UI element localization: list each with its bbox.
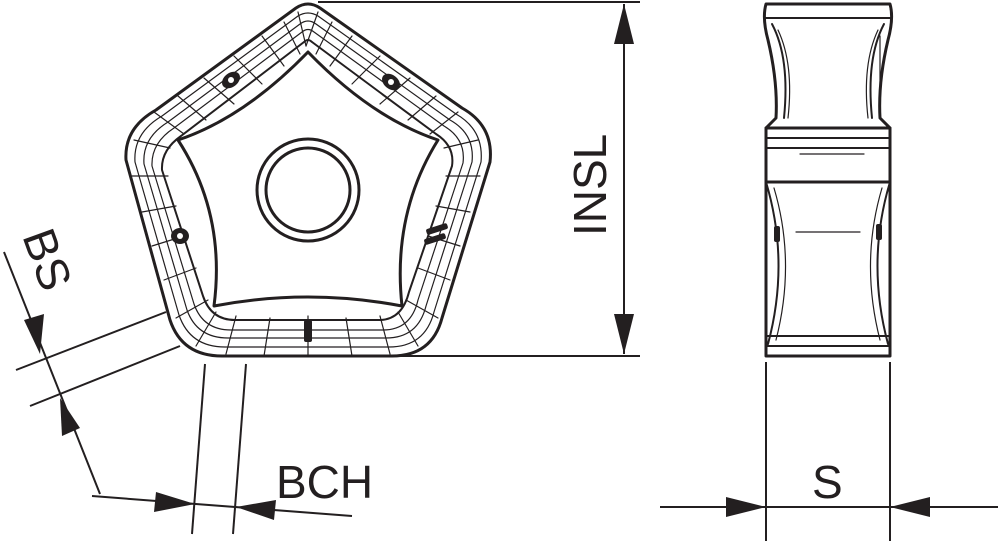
bch-label: BCH: [276, 456, 373, 508]
bs-label: BS: [13, 222, 83, 297]
s-arrow-left: [726, 497, 766, 517]
insl-arrow-bottom: [614, 314, 634, 354]
insert-front-view: [124, 2, 492, 358]
insl-dimension: INSL: [318, 1, 640, 357]
bs-dimension-line: [3, 251, 101, 495]
edge-mark-5: [171, 228, 189, 244]
insert-contour: [160, 39, 454, 321]
bs-arrow-lower: [60, 398, 80, 436]
bch-dimension-line: [91, 495, 353, 517]
insert-flat-face: [176, 50, 440, 308]
edge-index-marks: [171, 71, 448, 342]
edge-mark-4: [222, 71, 240, 89]
bch-extension-left: [191, 363, 206, 535]
edge-mark-3: [382, 73, 400, 91]
screw-hole-inner: [264, 146, 352, 234]
screw-hole-outer: [255, 137, 361, 243]
edge-mark-1: [304, 320, 312, 342]
bch-dimension: BCH: [91, 363, 373, 535]
insl-arrow-top: [614, 4, 634, 44]
s-label: S: [812, 456, 843, 508]
s-dimension: S: [660, 362, 998, 541]
bs-extension-lower: [29, 345, 181, 407]
bs-extension-upper: [15, 311, 167, 371]
insert-outline: [124, 2, 492, 358]
bch-arrow-left: [154, 492, 195, 512]
bch-arrow-right: [236, 500, 276, 520]
insl-label: INSL: [564, 134, 616, 236]
edge-mark-2: [424, 223, 448, 245]
bs-arrow-upper: [24, 314, 44, 354]
s-arrow-right: [890, 497, 930, 517]
insert-side-view: [762, 2, 894, 358]
insert-contour: [151, 28, 464, 331]
bch-extension-right: [232, 363, 247, 535]
chamfer-hatching: [131, 11, 481, 357]
side-outline: [762, 2, 894, 358]
insert-contour: [134, 12, 482, 348]
insert-contour: [143, 20, 473, 339]
